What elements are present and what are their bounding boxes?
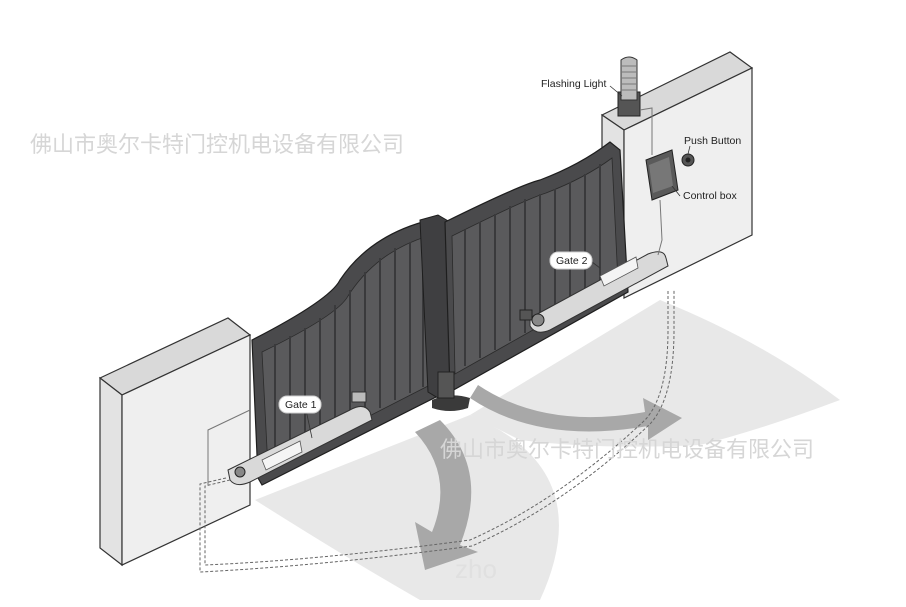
cable-routing (199, 290, 675, 573)
swing-arrow-gate-1 (415, 420, 478, 570)
gate-1-tag: Gate 1 (278, 395, 322, 414)
flashing-light (617, 56, 641, 117)
swing-arrow-gate-2 (470, 385, 682, 440)
push-button-label: Push Button (684, 135, 741, 147)
swing-arrows (415, 385, 682, 570)
gate-2-label: Gate 2 (556, 255, 588, 267)
pillar-wiring (207, 107, 663, 485)
control-box-label: Control box (683, 190, 737, 202)
gate-stop-bracket (437, 371, 455, 399)
motor-gate-1 (227, 391, 373, 486)
watermark-company-bottom: 佛山市奥尔卡特门控机电设备有限公司 (440, 438, 814, 463)
left-pillar (98, 317, 252, 567)
control-box (645, 149, 679, 201)
swing-area-gate-1 (255, 415, 559, 600)
motor-gate-2 (519, 251, 669, 333)
gate-2-tag: Gate 2 (549, 251, 593, 270)
gate-ground-stop (432, 395, 470, 411)
swing-area-gate-2 (470, 300, 840, 447)
leader-lines (305, 85, 691, 439)
swing-area (255, 300, 840, 600)
watermark-company-top: 佛山市奥尔卡特门控机电设备有限公司 (30, 133, 404, 158)
gate-leaves (251, 141, 629, 486)
push-button-device (681, 153, 695, 167)
flashing-light-label: Flashing Light (541, 78, 606, 90)
watermark-site: zho (455, 554, 497, 584)
gate-1-label: Gate 1 (285, 399, 317, 411)
